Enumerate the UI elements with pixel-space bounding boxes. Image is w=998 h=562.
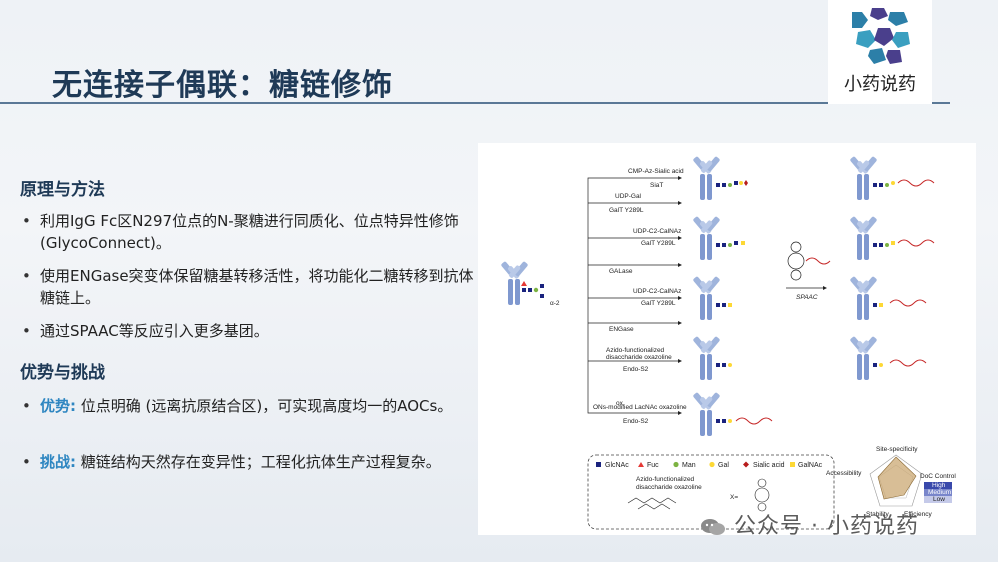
label-r1b: SiaT <box>650 182 663 189</box>
label-r6: ENGase <box>609 326 634 333</box>
label-r7b: disaccharide oxazoline <box>606 354 672 361</box>
radar-access: Accessibility <box>826 470 862 477</box>
logo: 小药说药 <box>828 0 932 104</box>
bullet-3: 通过SPAAC等反应引入更多基团。 <box>22 320 477 342</box>
label-r2b: GalT Y289L <box>609 207 644 214</box>
label-r1a: CMP-Az-Sialic acid <box>628 168 684 175</box>
legend-galnac: GalNAc <box>798 462 823 469</box>
legend-oxazoline-b: disaccharide oxazoline <box>636 484 702 491</box>
advantage-label: 优势: <box>40 397 76 415</box>
label-r4: GALase <box>609 268 633 275</box>
bullet-2: 使用ENGase突变体保留糖基转移活性，将功能化二糖转移到抗体糖链上。 <box>22 265 477 309</box>
legend-sialic-acid: Sialic acid <box>753 462 785 469</box>
legend-fuc: Fuc <box>647 462 659 469</box>
bullet-1: 利用IgG Fc区N297位点的N-聚糖进行同质化、位点特异性修饰 (Glyco… <box>22 210 477 254</box>
slide-title: 无连接子偶联：糖链修饰 <box>52 68 393 103</box>
challenge-label: 挑战: <box>40 453 76 471</box>
label-r3b: GalT Y289L <box>641 240 676 247</box>
label-r8b: Endo-S2 <box>623 418 649 425</box>
glycan-figure: α-2 CMP-Az-Sialic acid SiaT <box>478 143 976 535</box>
title-rule <box>0 102 950 104</box>
challenge-text: 糖链结构天然存在变异性；工程化抗体生产过程复杂。 <box>76 453 441 471</box>
radar-high: High <box>932 482 946 489</box>
legend-man: Man <box>682 462 696 469</box>
radar-doc: DoC Control <box>920 473 956 480</box>
label-r8a: ONs-modified LacNAc oxazoline <box>593 404 687 411</box>
label-r7c: Endo-S2 <box>623 366 649 373</box>
label-r2a: UDP-Gal <box>615 193 642 200</box>
label-r3a: UDP-C2-CalNAz <box>633 228 681 235</box>
legend: GlcNAc Fuc Man Gal Sialic acid GalNAc Az… <box>596 461 823 512</box>
label-ox: ox <box>616 400 624 407</box>
logo-mark-icon <box>852 8 910 64</box>
left-tag: α-2 <box>550 300 560 307</box>
glycan-diagram: α-2 CMP-Az-Sialic acid SiaT <box>500 155 956 530</box>
label-r5b: GalT Y289L <box>641 300 676 307</box>
watermark: 公众号 · 小药说药 <box>700 508 919 540</box>
section-heading-principle: 原理与方法 <box>20 180 105 200</box>
advantage-text: 位点明确 (远离抗原结合区)，可实现高度均一的AOCs。 <box>76 397 453 415</box>
wechat-icon <box>700 517 726 537</box>
radar-site: Site-specificity <box>876 446 918 453</box>
bullet-advantage: 优势: 位点明确 (远离抗原结合区)，可实现高度均一的AOCs。 <box>22 395 477 417</box>
legend-oxazoline-a: Azido-functionalized <box>636 476 695 483</box>
radar-low: Low <box>933 496 945 503</box>
label-r7a: Azido-functionalized <box>606 347 665 354</box>
section-heading-pros-cons: 优势与挑战 <box>20 363 105 383</box>
legend-glcnac: GlcNAc <box>605 462 629 469</box>
watermark-text: 公众号 · 小药说药 <box>734 514 919 539</box>
legend-x: X= <box>730 494 738 501</box>
label-spaac: SPAAC <box>796 294 818 301</box>
bullet-challenge: 挑战: 糖链结构天然存在变异性；工程化抗体生产过程复杂。 <box>22 451 477 473</box>
legend-gal: Gal <box>718 462 729 469</box>
logo-text: 小药说药 <box>844 74 916 95</box>
radar-medium: Medium <box>928 489 951 496</box>
radar-chart: Site-specificity Accessibility DoC Contr… <box>826 446 956 518</box>
radar-stability: Stability <box>866 511 890 518</box>
radar-efficiency: Efficiency <box>904 511 932 518</box>
label-r5a: UDP-C2-CalNAz <box>633 288 681 295</box>
